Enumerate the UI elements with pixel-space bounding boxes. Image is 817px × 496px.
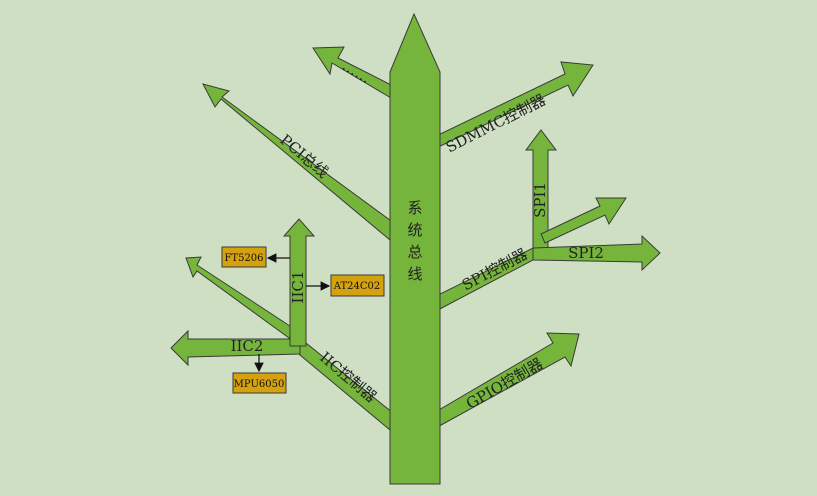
- label-iic1: IIC1: [289, 271, 307, 304]
- label-spi1: SPI1: [531, 182, 549, 218]
- branch-arrow-iic1: [282, 218, 316, 347]
- label-gpio: GPIO控制器: [463, 355, 546, 413]
- branch-arrow-iic2: [170, 329, 301, 367]
- device-label-at24c02: AT24C02: [333, 281, 380, 292]
- label-pci: PCI总线: [276, 131, 332, 182]
- device-label-ft5206: FT5206: [224, 253, 263, 264]
- label-trunk: 系统总线: [407, 199, 422, 283]
- device-box-ft5206: [221, 246, 267, 268]
- branch-arrow-gpio: [431, 332, 580, 431]
- branch-arrow-sdmmc: [431, 61, 594, 151]
- device-label-mpu6050: MPU6050: [234, 379, 285, 390]
- branch-arrow-iic-upper: [185, 256, 297, 339]
- device-box-at24c02: [330, 274, 385, 297]
- device-box-mpu6050: [232, 372, 287, 394]
- branch-arrow-spi2: [532, 234, 661, 272]
- label-spi-controller: SPI控制器: [459, 245, 530, 294]
- label-iic2: IIC2: [231, 337, 264, 355]
- branch-arrow-pci: [202, 83, 399, 241]
- trunk-system-bus: [389, 12, 441, 485]
- branch-arrow-spi-upper: [540, 197, 627, 244]
- label-spi2: SPI2: [568, 244, 604, 262]
